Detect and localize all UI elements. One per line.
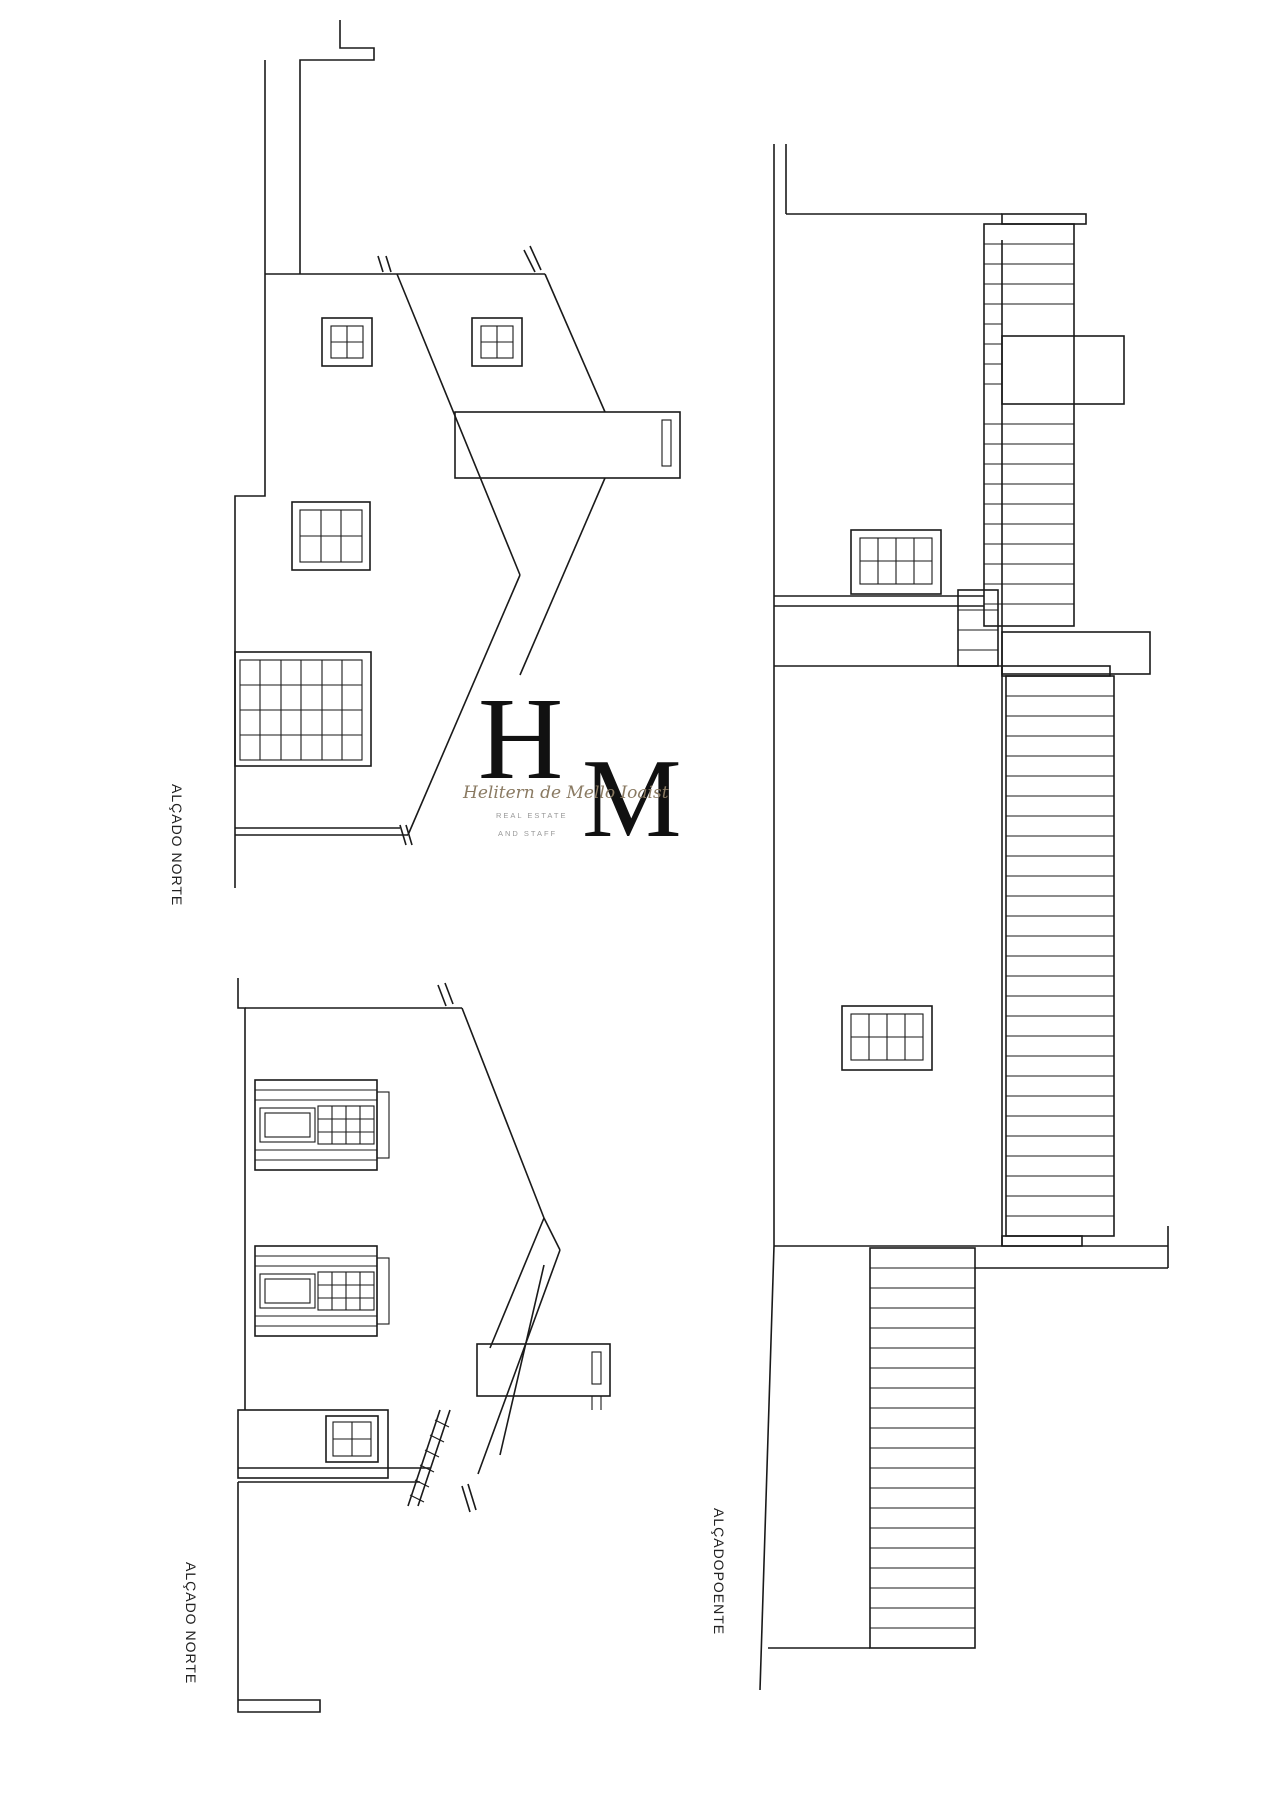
window-shuttered-upper: [254, 1079, 390, 1171]
window-west-lower: [841, 1005, 933, 1071]
logo-line-2: AND STAFF: [498, 829, 557, 838]
window-ground-small: [325, 1415, 379, 1463]
roof-hatch-middle: [958, 609, 998, 651]
window-west-upper: [850, 529, 942, 595]
elevation-west: ALÇADOPOENTE: [711, 144, 1169, 1691]
window-shuttered-lower: [254, 1245, 390, 1337]
label-west: ALÇADOPOENTE: [711, 1508, 727, 1635]
roof-hatch-lower: [1006, 695, 1114, 1217]
roof-hatch-top: [984, 243, 1074, 605]
window-large: [234, 651, 372, 767]
label-north-top: ALÇADO NORTE: [169, 784, 185, 906]
roof-hatch-ground: [870, 1267, 975, 1629]
elevation-north-bottom: ALÇADO NORTE: [183, 978, 611, 1713]
window-medium: [291, 501, 371, 571]
hm-logo-watermark: H M Helitern de Mello Ioaist REAL ESTATE…: [462, 673, 682, 861]
elevation-north-top: ALÇADO NORTE: [169, 20, 681, 906]
logo-letter-m: M: [582, 737, 682, 861]
logo-script-name: Helitern de Mello Ioaist: [462, 783, 669, 803]
logo-letter-h: H: [478, 673, 563, 804]
window-small-right: [471, 317, 523, 367]
label-north-bottom: ALÇADO NORTE: [183, 1562, 199, 1684]
logo-line-1: REAL ESTATE: [496, 811, 567, 820]
window-small-left: [321, 317, 373, 367]
